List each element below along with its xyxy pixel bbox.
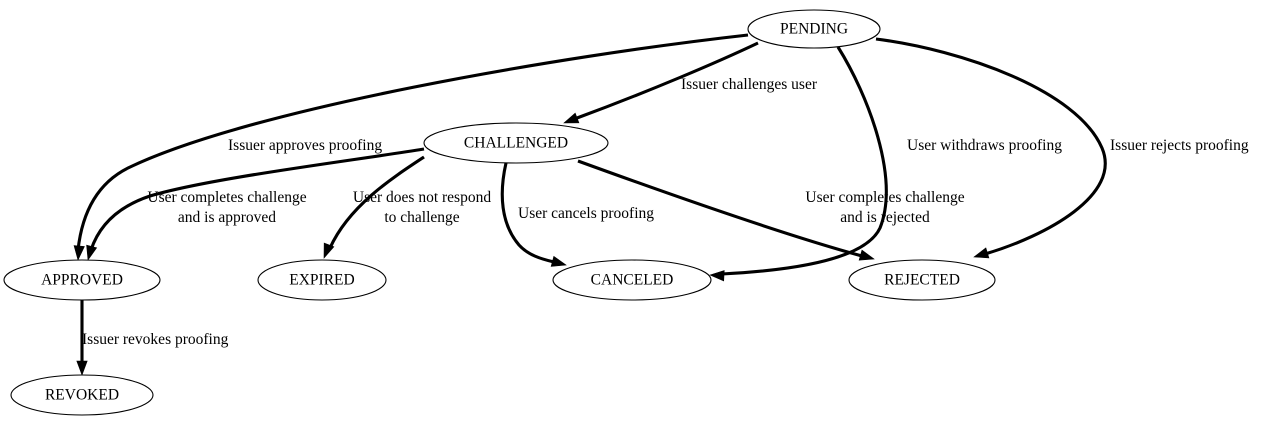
edge-label-line: User completes challenge <box>147 189 306 206</box>
edge-label-line: Issuer revokes proofing <box>82 331 229 348</box>
edge-label-pending-challenged: Issuer challenges user <box>681 76 818 93</box>
edge-label-approved-revoked: Issuer revokes proofing <box>82 331 229 348</box>
node-label-expired: EXPIRED <box>289 272 354 289</box>
state-node-expired[interactable]: EXPIRED <box>257 259 387 301</box>
arrowhead-pending-challenged <box>563 112 580 124</box>
arrowhead-challenged-canceled <box>550 255 567 267</box>
edge-line-pending-challenged <box>576 41 759 120</box>
edge-label-line: to challenge <box>384 209 459 226</box>
edge-label-pending-canceled: User withdraws proofing <box>907 137 1062 154</box>
edge-label-challenged-canceled: User cancels proofing <box>518 205 654 222</box>
node-ellipse-expired <box>257 259 387 301</box>
nodes-layer: PENDING CHALLENGED APPROVED EXPIRED CANCELED… <box>3 9 996 416</box>
edge-challenged-rejected <box>577 159 875 261</box>
edge-label-challenged-approved: User completes challenge and is approved <box>147 189 306 226</box>
node-label-canceled: CANCELED <box>591 272 674 289</box>
edge-line-challenged-approved <box>89 147 425 251</box>
arrowhead-challenged-approved <box>86 244 98 261</box>
edge-label-challenged-rejected: User completes challenge and is rejected <box>805 189 964 226</box>
edge-label-line: Issuer rejects proofing <box>1110 137 1249 154</box>
edge-pending-canceled <box>709 46 888 282</box>
edge-challenged-canceled <box>500 162 567 267</box>
edge-pending-rejected <box>875 37 1107 259</box>
node-ellipse-approved <box>3 259 161 301</box>
state-node-rejected[interactable]: REJECTED <box>848 259 996 301</box>
node-ellipse-revoked <box>10 374 154 416</box>
edge-label-pending-rejected: Issuer rejects proofing <box>1110 137 1249 154</box>
edge-pending-challenged <box>563 41 759 124</box>
edge-line-challenged-expired <box>328 155 425 249</box>
edge-label-line: User withdraws proofing <box>907 137 1062 154</box>
edge-label-line: User completes challenge <box>805 189 964 206</box>
arrowhead-challenged-rejected <box>858 249 875 261</box>
arrowhead-pending-approved <box>73 245 85 261</box>
node-ellipse-rejected <box>848 259 996 301</box>
edge-challenged-approved <box>86 147 425 261</box>
node-ellipse-pending <box>747 9 881 49</box>
edge-label-line: User cancels proofing <box>518 205 654 222</box>
node-label-pending: PENDING <box>780 21 848 38</box>
edge-approved-revoked <box>76 300 88 376</box>
edge-label-line: and is rejected <box>840 209 930 226</box>
arrowhead-challenged-expired <box>323 242 335 259</box>
state-node-revoked[interactable]: REVOKED <box>10 374 154 416</box>
state-node-pending[interactable]: PENDING <box>747 9 881 49</box>
edge-label-pending-approved: Issuer approves proofing <box>228 137 382 154</box>
edge-challenged-expired <box>323 155 425 259</box>
arrowhead-pending-canceled <box>709 270 725 282</box>
edge-label-challenged-expired: User does not respond to challenge <box>353 189 491 226</box>
edges-layer <box>73 33 1107 376</box>
node-label-approved: APPROVED <box>41 272 123 289</box>
edge-label-line: Issuer approves proofing <box>228 137 382 154</box>
edge-label-line: Issuer challenges user <box>681 76 818 93</box>
node-ellipse-canceled <box>552 259 712 301</box>
edge-label-line: and is approved <box>178 209 276 226</box>
edge-line-pending-canceled <box>721 46 888 276</box>
edge-line-challenged-rejected <box>577 159 863 258</box>
arrowhead-approved-revoked <box>76 360 88 376</box>
state-node-approved[interactable]: APPROVED <box>3 259 161 301</box>
edge-label-line: User does not respond <box>353 189 491 206</box>
node-label-challenged: CHALLENGED <box>464 135 568 152</box>
node-ellipse-challenged <box>423 122 609 164</box>
state-node-challenged[interactable]: CHALLENGED <box>423 122 609 164</box>
node-label-rejected: REJECTED <box>884 272 960 289</box>
state-node-canceled[interactable]: CANCELED <box>552 259 712 301</box>
edge-line-challenged-canceled <box>500 162 555 264</box>
node-label-revoked: REVOKED <box>45 387 119 404</box>
edge-line-pending-rejected <box>875 37 1107 256</box>
arrowhead-pending-rejected <box>973 247 990 259</box>
edge-line-pending-approved <box>76 33 749 251</box>
edge-pending-approved <box>73 33 749 261</box>
